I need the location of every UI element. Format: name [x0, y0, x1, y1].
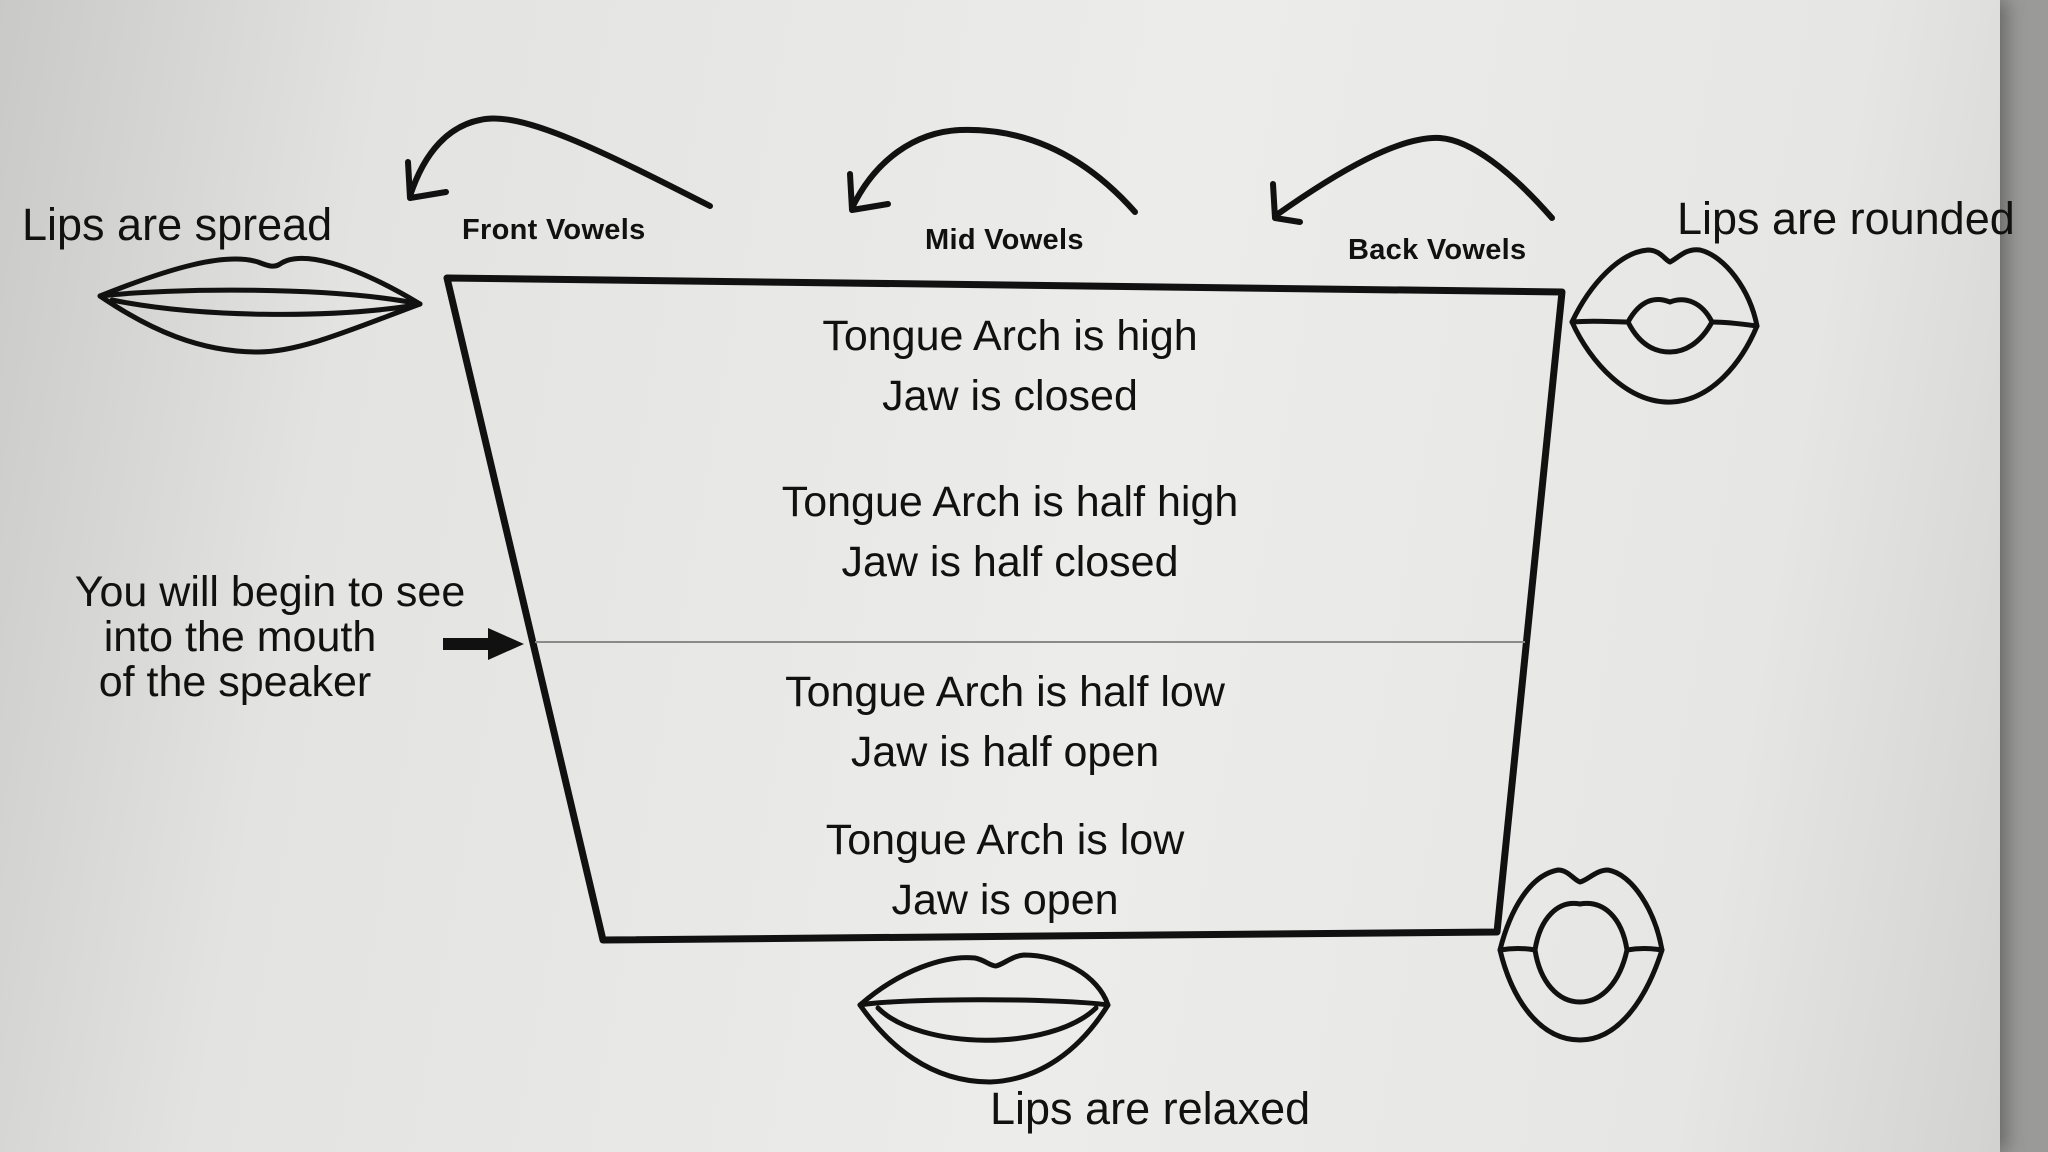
mid-curved-arrow: [849, 126, 1138, 215]
zone-half-high-tongue: Tongue Arch is half high: [781, 478, 1239, 526]
rounded-lips-icon: [1569, 247, 1760, 405]
zone-low-tongue: Tongue Arch is low: [825, 816, 1185, 864]
mouth-visibility-note: You will begin to see into the mouth of …: [40, 570, 500, 705]
open-rounded-lips-icon: [1497, 867, 1665, 1043]
zone-high-tongue: Tongue Arch is high: [822, 312, 1198, 360]
front-arrowhead: [405, 159, 449, 201]
zone-high-jaw: Jaw is closed: [882, 372, 1138, 420]
zone-half-high-jaw: Jaw is half closed: [841, 538, 1179, 586]
note-line-1: You will begin to see: [74, 568, 466, 616]
note-line-2: into the mouth: [103, 613, 377, 661]
zone-half-low-tongue: Tongue Arch is half low: [785, 668, 1225, 716]
zone-half-high: Tongue Arch is half high Jaw is half clo…: [710, 472, 1310, 592]
mid-arrowhead: [847, 171, 891, 213]
lips-spread-label: Lips are spread: [22, 199, 333, 250]
lips-rounded-label: Lips are rounded: [1677, 193, 2015, 244]
front-curved-arrow: [407, 115, 713, 209]
zone-half-low: Tongue Arch is half low Jaw is half open: [705, 662, 1305, 782]
mid-vowels-label: Mid Vowels: [925, 224, 1084, 256]
vowel-quadrilateral: [443, 274, 1566, 944]
diagram-sheet: [0, 0, 2000, 1152]
zone-low-jaw: Jaw is open: [891, 876, 1119, 924]
back-arrowhead: [1270, 181, 1303, 225]
zone-high: Tongue Arch is high Jaw is closed: [710, 306, 1310, 426]
lips-relaxed-label: Lips are relaxed: [990, 1083, 1311, 1134]
relaxed-lips-icon: [857, 952, 1111, 1085]
front-vowels-label: Front Vowels: [462, 214, 646, 246]
spread-lips-icon: [97, 256, 423, 355]
note-line-3: of the speaker: [98, 658, 372, 706]
back-curved-arrow: [1272, 134, 1555, 221]
zone-low: Tongue Arch is low Jaw is open: [705, 810, 1305, 930]
zone-half-low-jaw: Jaw is half open: [850, 728, 1160, 776]
back-vowels-label: Back Vowels: [1348, 234, 1527, 266]
note-arrow: [443, 628, 524, 660]
